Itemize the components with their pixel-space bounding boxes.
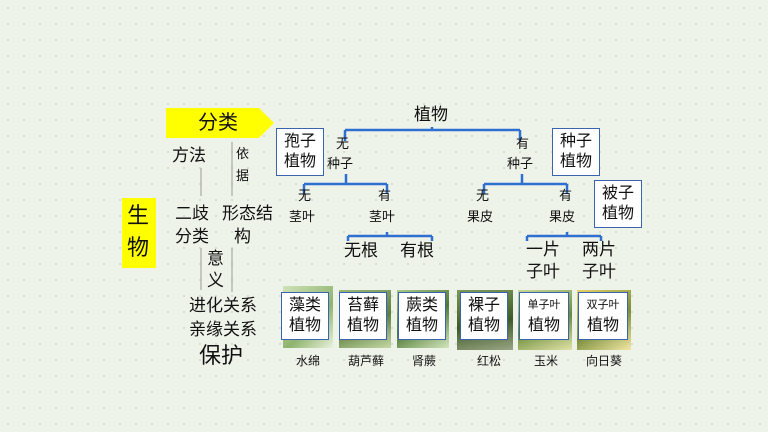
group-top-label: 蕨类 — [405, 295, 438, 314]
no-pericarp-1: 无 — [476, 189, 490, 204]
example-corn: 玉米 — [533, 354, 558, 368]
group-box-moss: 苔藓 植物 — [339, 292, 387, 340]
basis-char-1: 依 — [236, 147, 250, 162]
group-box-gymnosperm: 裸子 植物 — [460, 292, 508, 340]
basis-char-2: 据 — [236, 169, 250, 184]
angiosperm-line-1: 被子 — [601, 183, 634, 202]
two-cotyledons-1: 两片 — [582, 240, 616, 260]
group-box-fern: 蕨类 植物 — [398, 292, 446, 340]
example-fern: 肾蕨 — [411, 354, 436, 368]
no-seed-2: 种子 — [327, 157, 354, 172]
spore-plants-line-2: 植物 — [283, 151, 316, 170]
group-top-label: 藻类 — [288, 295, 321, 314]
dichotomy-line-2: 分类 — [175, 227, 209, 247]
meaning-char-2: 义 — [207, 271, 224, 291]
meaning-char-1: 意 — [207, 249, 224, 269]
group-top-label: 单子叶 — [527, 298, 561, 311]
has-stem-leaf-2: 茎叶 — [369, 210, 396, 225]
example-pine: 红松 — [476, 354, 501, 368]
group-bottom-label: 植物 — [467, 315, 500, 334]
spore-plants-line-1: 孢子 — [283, 131, 316, 150]
seed-plants-line-1: 种子 — [559, 131, 592, 150]
group-bottom-label: 植物 — [346, 315, 379, 334]
angiosperm-box: 被子 植物 — [594, 180, 642, 228]
spore-plants-box: 孢子 植物 — [276, 128, 324, 176]
has-pericarp-1: 有 — [559, 189, 573, 204]
example-moss: 葫芦藓 — [347, 354, 384, 368]
group-bottom-label: 植物 — [527, 315, 560, 334]
angiosperm-line-2: 植物 — [601, 203, 634, 222]
group-top-label: 苔藓 — [346, 295, 379, 314]
group-box-algae: 藻类 植物 — [281, 292, 329, 340]
no-seed-1: 无 — [336, 137, 350, 152]
organism-char-1: 生 — [127, 204, 150, 229]
group-box-dicot: 双子叶 植物 — [578, 292, 628, 340]
classify-label: 分类 — [198, 110, 238, 134]
dichotomy-line-1: 二歧 — [175, 204, 209, 224]
morphology-line-2: 构 — [234, 227, 251, 247]
two-cotyledons-2: 子叶 — [582, 262, 616, 282]
morphology-line-1: 形态结 — [222, 204, 273, 224]
organism-highlight — [122, 198, 156, 268]
organism-char-2: 物 — [127, 236, 150, 261]
no-root-label: 无根 — [344, 241, 378, 261]
no-pericarp-2: 果皮 — [467, 210, 494, 225]
one-cotyledon-1: 一片 — [526, 240, 560, 260]
has-stem-leaf-1: 有 — [378, 189, 392, 204]
group-bottom-label: 植物 — [405, 315, 438, 334]
group-bottom-label: 植物 — [586, 315, 619, 334]
example-algae: 水绵 — [295, 354, 320, 368]
seed-plants-box: 种子 植物 — [552, 128, 600, 176]
group-bottom-label: 植物 — [288, 315, 321, 334]
no-stem-leaf-1: 无 — [298, 189, 312, 204]
example-sunflower: 向日葵 — [585, 354, 622, 368]
has-seed-1: 有 — [516, 137, 530, 152]
tree-root: 植物 — [414, 105, 448, 125]
has-root-label: 有根 — [400, 241, 434, 261]
kinship-label: 亲缘关系 — [189, 320, 257, 340]
group-box-monocot: 单子叶 植物 — [519, 292, 569, 340]
evolution-label: 进化关系 — [189, 296, 257, 316]
has-seed-2: 种子 — [507, 157, 534, 172]
one-cotyledon-2: 子叶 — [526, 262, 560, 282]
group-top-label: 裸子 — [467, 295, 500, 314]
has-pericarp-2: 果皮 — [549, 210, 576, 225]
protection-label: 保护 — [199, 344, 244, 369]
group-top-label: 双子叶 — [586, 298, 620, 311]
method-label: 方法 — [172, 146, 206, 166]
seed-plants-line-2: 植物 — [559, 151, 592, 170]
no-stem-leaf-2: 茎叶 — [289, 210, 316, 225]
classify-arrow — [166, 108, 274, 138]
